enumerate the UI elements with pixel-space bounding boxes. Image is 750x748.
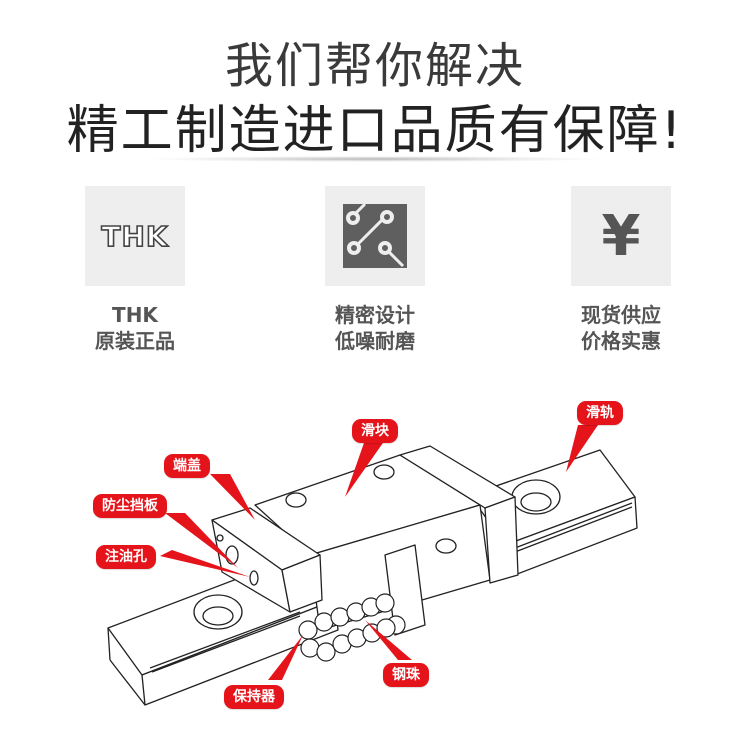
feature-precision: 精密设计 低噪耐磨: [295, 186, 455, 354]
yen-icon: ¥: [601, 203, 641, 269]
steel-balls: [298, 593, 406, 662]
label-steel-balls: 钢珠: [383, 663, 429, 687]
feature-genuine: THK THK 原装正品: [55, 186, 215, 354]
feature-line1: 现货供应: [581, 303, 661, 327]
feature-tile: ¥: [571, 186, 671, 286]
feature-tile: [325, 186, 425, 286]
feature-line1: THK: [112, 303, 158, 327]
headline-subtitle: 精工制造进口品质有保障!: [66, 101, 684, 161]
feature-line1: 精密设计: [335, 303, 415, 327]
feature-tile: THK: [85, 186, 185, 286]
label-slider-block: 滑块: [352, 419, 398, 443]
label-end-cap: 端盖: [164, 454, 210, 478]
feature-line2: 价格实惠: [581, 329, 661, 353]
label-dust-seal: 防尘挡板: [93, 494, 167, 518]
feature-line2: 原装正品: [95, 329, 175, 353]
thk-logo-icon: THK: [101, 221, 169, 251]
divider-shadow: [150, 156, 600, 162]
headline-title: 我们帮你解决: [224, 38, 525, 94]
feature-caption: THK 原装正品: [55, 302, 215, 354]
label-guide-rail: 滑轨: [577, 401, 623, 425]
label-grease-nipple: 注油孔: [96, 545, 156, 569]
feature-price: ¥ 现货供应 价格实惠: [541, 186, 701, 354]
label-retainer: 保持器: [224, 685, 284, 709]
feature-caption: 精密设计 低噪耐磨: [295, 302, 455, 354]
feature-caption: 现货供应 价格实惠: [541, 302, 701, 354]
svg-text:THK: THK: [101, 221, 169, 251]
feature-line2: 低噪耐磨: [335, 329, 415, 353]
circuit-design-icon: [343, 204, 407, 268]
